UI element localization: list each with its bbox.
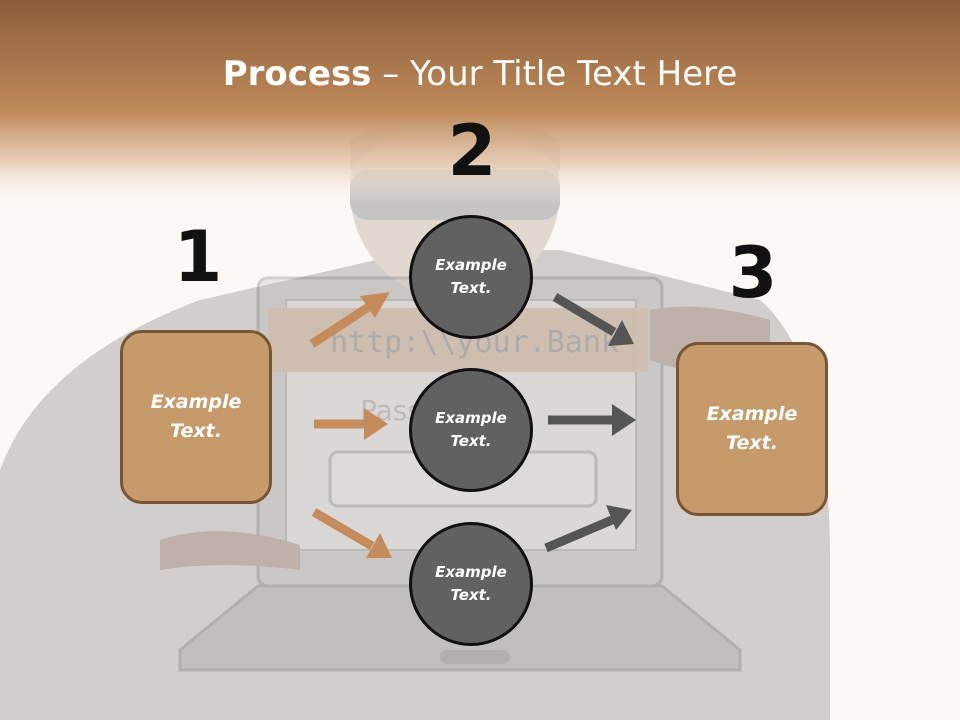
- arrow-circle1-to-box3: [552, 293, 634, 346]
- step-number-2: 2: [447, 110, 497, 192]
- step-box-1[interactable]: Example Text.: [120, 330, 272, 504]
- arrow-box1-to-circle1: [309, 292, 390, 348]
- step-circle-3-label: Example Text.: [435, 563, 507, 604]
- step-number-3: 3: [728, 232, 778, 314]
- step-box-1-label: Example Text.: [150, 391, 242, 442]
- step-circle-2-label: Example Text.: [435, 409, 507, 450]
- header-band: [0, 0, 960, 205]
- step-circle-1[interactable]: Example Text.: [409, 215, 533, 339]
- arrow-circle3-to-box3: [544, 505, 632, 553]
- step-circle-2[interactable]: Example Text.: [409, 368, 533, 492]
- slide-title: Process – Your Title Text Here: [0, 52, 960, 96]
- arrow-box1-to-circle2: [314, 408, 388, 440]
- step-number-1: 1: [173, 216, 223, 298]
- title-bold: Process: [222, 54, 372, 94]
- hand-left-shape: [160, 531, 300, 570]
- step-box-3[interactable]: Example Text.: [676, 342, 828, 516]
- step-circle-3[interactable]: Example Text.: [409, 522, 533, 646]
- title-rest: – Your Title Text Here: [371, 54, 738, 94]
- arrow-box1-to-circle3: [311, 508, 392, 558]
- step-box-3-label: Example Text.: [706, 403, 798, 454]
- arrow-circle2-to-box3: [548, 404, 636, 436]
- step-circle-1-label: Example Text.: [435, 256, 507, 297]
